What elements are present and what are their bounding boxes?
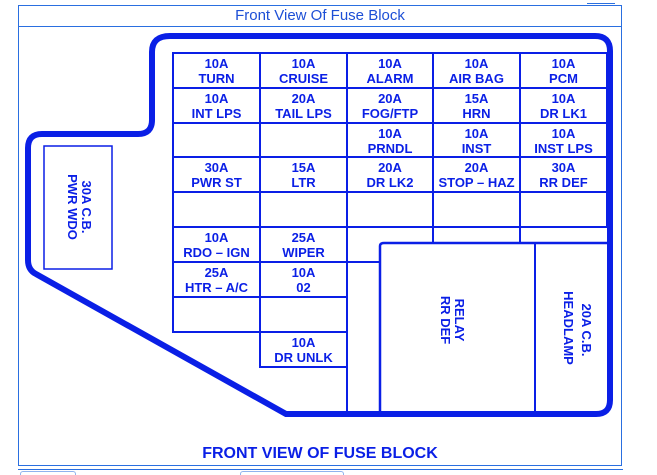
fuse-slot [172, 122, 261, 158]
fuse-amp-label: 15A [292, 160, 316, 175]
diagram-frame [18, 5, 622, 466]
diagram-caption: FRONT VIEW OF FUSE BLOCK [202, 445, 438, 462]
fuse-amp-label: 10A [552, 126, 576, 141]
fuse-circuit-label: RDO – IGN [183, 245, 249, 260]
fuse-slot [172, 296, 261, 333]
fuse-circuit-label: PWR ST [191, 175, 242, 190]
pwr-wdo-label-2: PWR WDO [65, 174, 80, 240]
fuse-amp-label: 10A [205, 230, 229, 245]
fuse-amp-label: 10A [292, 56, 316, 71]
top-link[interactable] [587, 0, 615, 4]
fuse-circuit-label: HRN [462, 106, 490, 121]
fuse-circuit-label: DR LK2 [367, 175, 414, 190]
fuse-circuit-label: HTR – A/C [185, 280, 249, 295]
fuse-block-outline [25, 33, 613, 417]
fuse-amp-label: 20A [292, 91, 316, 106]
fuse-circuit-label: INST LPS [534, 141, 593, 156]
fuse-circuit-label: RR DEF [539, 175, 587, 190]
headlamp-label-2: HEADLAMP [561, 291, 576, 365]
frame-divider [18, 469, 623, 470]
fuse-amp-label: 25A [205, 265, 229, 280]
fuse-circuit-label: PRNDL [368, 141, 413, 156]
fuse-slot [519, 191, 608, 228]
fuse-slot [259, 191, 348, 228]
fuse-amp-label: 10A [465, 126, 489, 141]
fuse-slot [346, 191, 434, 228]
fuse-slot [172, 191, 261, 228]
relay-box [378, 241, 607, 414]
fuse-amp-label: 20A [378, 91, 402, 106]
fuse-amp-label: 10A [205, 56, 229, 71]
fuse-slot [259, 296, 348, 333]
fuse-grid [172, 52, 608, 414]
fuse-circuit-label: PCM [549, 71, 578, 86]
fuse-circuit-label: FOG/FTP [362, 106, 419, 121]
fuse-slot [432, 191, 521, 228]
fuse-circuit-label: INST [462, 141, 492, 156]
fuse-amp-label: 10A [378, 126, 402, 141]
fuse-amp-label: 25A [292, 230, 316, 245]
fuse-circuit-label: AIR BAG [449, 71, 504, 86]
fuse-amp-label: 10A [378, 56, 402, 71]
fuse-slot [259, 122, 348, 158]
fuse-circuit-label: LTR [291, 175, 316, 190]
page-title: Front View Of Fuse Block [19, 6, 621, 27]
fuse-amp-label: 30A [205, 160, 229, 175]
fuse-circuit-label: 02 [296, 280, 310, 295]
fuse-amp-label: 10A [205, 91, 229, 106]
pwr-wdo-breaker-box [43, 145, 113, 270]
fuse-circuit-label: TURN [198, 71, 234, 86]
fuse-amp-label: 10A [552, 56, 576, 71]
relay-label-1: RELAY [452, 299, 467, 342]
relay-label-2: RR DEF [438, 296, 453, 344]
fuse-amp-label: 30A [552, 160, 576, 175]
fuse-amp-label: 10A [552, 91, 576, 106]
fuse-circuit-label: DR LK1 [540, 106, 587, 121]
fuse-circuit-label: WIPER [282, 245, 325, 260]
fuse-circuit-label: CRUISE [279, 71, 328, 86]
fuse-amp-label: 15A [465, 91, 489, 106]
headlamp-label-1: 20A C.B. [579, 304, 594, 357]
fuse-amp-label: 20A [378, 160, 402, 175]
fuse-amp-label: 20A [465, 160, 489, 175]
bottom-tab-middle[interactable] [240, 471, 344, 475]
fuse-circuit-label: TAIL LPS [275, 106, 332, 121]
fuse-amp-label: 10A [465, 56, 489, 71]
bottom-tab-left[interactable] [20, 471, 76, 475]
pwr-wdo-label-1: 30A C.B. [79, 181, 94, 234]
fuse-circuit-label: INT LPS [192, 106, 242, 121]
fuse-amp-label: 10A [292, 265, 316, 280]
fuse-circuit-label: DR UNLK [274, 350, 333, 365]
fuse-amp-label: 10A [292, 335, 316, 350]
fuse-circuit-label: ALARM [367, 71, 414, 86]
fuse-circuit-label: STOP – HAZ [438, 175, 514, 190]
